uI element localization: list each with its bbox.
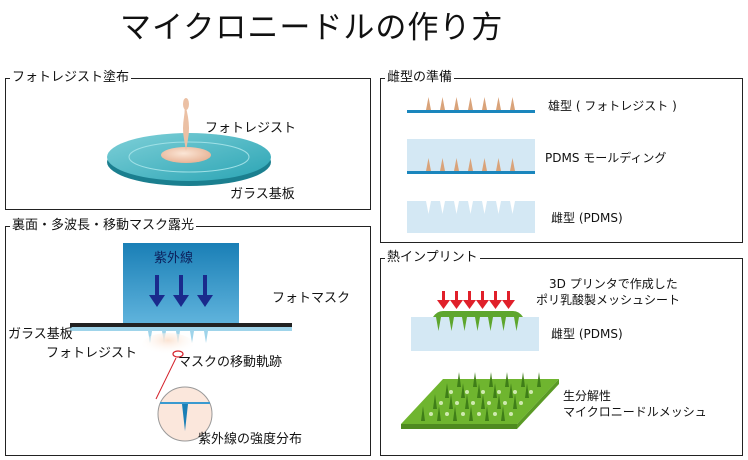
label-male-mold: 雄型 ( フォトレジスト ) (548, 99, 677, 113)
label-product-line1: 生分解性 (563, 389, 612, 403)
male-mold-tips (426, 97, 515, 110)
photomask-bar (70, 323, 292, 327)
microneedle-mesh (401, 372, 559, 429)
panel-mold-preparation: 雌型の準備 雄型 ( フォトレジスト ) PDMS モールディング 雌型 (P (380, 70, 743, 243)
label-photoresist: フォトレジスト (205, 121, 297, 136)
imprint-illustration (401, 291, 559, 429)
uv-arrows (149, 275, 213, 307)
label-glass-substrate: ガラス基板 (230, 187, 295, 202)
label-pdms-molding: PDMS モールディング (545, 151, 667, 165)
pdms-embedded-tips (426, 158, 515, 171)
panel-thermal-imprint: 熱インプリント (380, 250, 743, 456)
resist-stream (182, 97, 189, 151)
male-mold-substrate (407, 110, 535, 113)
mask-path-circle (172, 350, 184, 358)
panel-title: フォトレジスト塗布 (10, 70, 132, 86)
filled-cavities (436, 317, 519, 331)
resist-puddle (161, 147, 211, 163)
label-female-mold: 雌型 (PDMS) (551, 211, 623, 225)
intensity-cone (182, 404, 188, 431)
page-title: マイクロニードルの作り方 (120, 10, 504, 46)
press-arrows (437, 291, 515, 309)
pla-mesh-sheet (433, 311, 523, 317)
panel-title: 雌型の準備 (385, 70, 455, 86)
label-female-mold: 雌型 (PDMS) (551, 327, 623, 341)
spin-coat-illustration (107, 97, 271, 186)
panel-photoresist-coating: フォトレジスト塗布 フォトレジスト ガラス基板 (5, 70, 371, 210)
label-glass-substrate: ガラス基板 (8, 327, 73, 342)
mold-illustration (407, 97, 535, 233)
label-mask-path: マスクの移動軌跡 (178, 355, 283, 370)
female-mold-cavities (426, 201, 515, 214)
glass-substrate (70, 327, 292, 331)
label-mesh-source-line1: 3D プリンタで作成した (549, 277, 678, 291)
label-photomask: フォトマスク (272, 291, 351, 306)
label-uv: 紫外線 (154, 251, 194, 266)
label-product-line2: マイクロニードルメッシュ (563, 405, 707, 419)
panel-exposure: 裏面・多波長・移動マスク露光 紫外線 フォトマスク (5, 218, 371, 456)
female-mold-pdms (411, 317, 539, 351)
panel-title: 熱インプリント (385, 250, 480, 266)
label-mesh-source-line2: ポリ乳酸製メッシュシート (536, 293, 681, 307)
exposure-illustration (70, 243, 292, 442)
label-uv-distribution: 紫外線の強度分布 (198, 432, 303, 447)
label-photoresist: フォトレジスト (46, 346, 138, 361)
panel-title: 裏面・多波長・移動マスク露光 (10, 218, 197, 234)
